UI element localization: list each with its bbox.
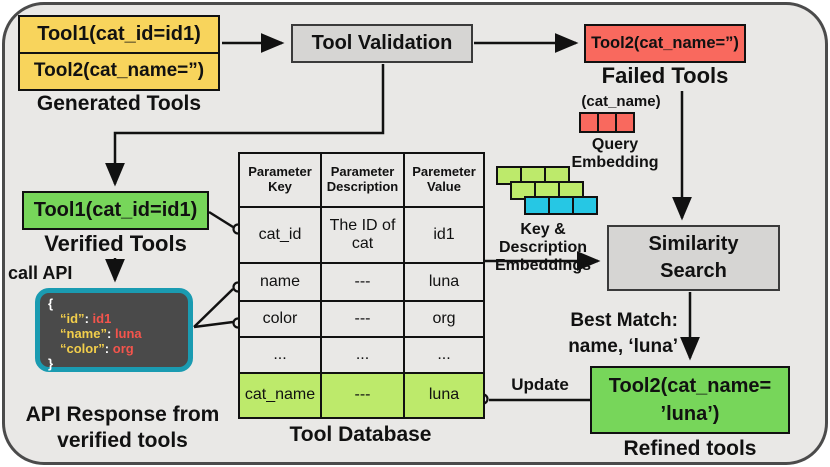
refined-tools-box-line1: Tool2(cat_name= xyxy=(608,375,772,397)
refined-tools-label: Refined tools xyxy=(623,437,757,460)
api-response-caption: API Response from verified tools xyxy=(5,402,240,455)
failed-tools-label: Failed Tools xyxy=(601,63,729,88)
api-response-code: { “id”: id1 “name”: luna “color”: org } xyxy=(35,288,193,372)
similarity-search-box: Similarity Search xyxy=(607,225,780,291)
query-embedding-cell xyxy=(615,112,635,133)
best-match-text: Best Match: name, ‘luna’ xyxy=(545,308,678,359)
table-cell: color xyxy=(239,301,321,337)
desc-embedding-cell xyxy=(524,196,550,215)
table-cell: The ID of cat xyxy=(321,207,404,263)
key-embedding-row2 xyxy=(510,181,584,200)
refined-tools-box: Tool2(cat_name= ’luna’) xyxy=(590,366,790,434)
code-key: “color” xyxy=(60,341,105,356)
best-match-line1: Best Match: xyxy=(570,310,678,331)
table-cell: name xyxy=(239,263,321,301)
query-embedding-cell xyxy=(597,112,617,133)
desc-embedding-row xyxy=(524,196,598,215)
table-cell: cat_id xyxy=(239,207,321,263)
table-cell: id1 xyxy=(404,207,484,263)
api-response-caption-line1: API Response from xyxy=(25,403,220,426)
refined-tools-box-line2: ’luna’) xyxy=(660,403,720,425)
query-embedding-label: Query Embedding xyxy=(571,136,659,171)
code-value: luna xyxy=(114,326,142,341)
generated-tool2-box: Tool2(cat_name=”) xyxy=(18,51,220,91)
code-line: “name”: luna xyxy=(48,326,182,341)
table-header-parameter-key: Parameter Key xyxy=(239,153,321,207)
table-cell: --- xyxy=(321,263,404,301)
table-header-parameter-description: Parameter Description xyxy=(321,153,404,207)
code-close-brace: } xyxy=(48,356,54,371)
code-key: “name” xyxy=(60,326,107,341)
key-desc-embeddings-label-line1: Key & Description xyxy=(498,221,587,256)
verified-tools-box: Tool1(cat_id=id1) xyxy=(22,191,209,230)
table-cell: ... xyxy=(321,337,404,373)
update-label: Update xyxy=(511,375,569,394)
code-value: org xyxy=(112,341,134,356)
table-header-parameter-value: Paremeter Value xyxy=(404,153,484,207)
table-cell: --- xyxy=(321,301,404,337)
call-api-label: call API xyxy=(8,263,73,283)
code-open-brace: { xyxy=(48,296,54,311)
query-embedding-param: (cat_name) xyxy=(581,93,661,110)
code-key: “id” xyxy=(60,311,85,326)
code-value: id1 xyxy=(92,311,112,326)
table-cell-highlighted: --- xyxy=(321,373,404,418)
failed-tools-box: Tool2(cat_name=”) xyxy=(584,24,746,63)
query-embedding-cell xyxy=(579,112,599,133)
desc-embedding-cell xyxy=(548,196,574,215)
desc-embedding-cell xyxy=(572,196,598,215)
similarity-search-line1: Similarity xyxy=(648,233,739,255)
table-cell: luna xyxy=(404,263,484,301)
key-desc-embeddings-label: Key & Description Embeddings xyxy=(480,221,606,275)
code-colon: : xyxy=(106,326,112,341)
tool-database-label: Tool Database xyxy=(289,423,432,446)
table-cell-highlighted: luna xyxy=(404,373,484,418)
code-colon: : xyxy=(104,341,110,356)
tool-database-table: Parameter Key Parameter Description Pare… xyxy=(238,152,485,419)
code-line: “color”: org xyxy=(48,341,182,356)
verified-tools-label: Verified Tools xyxy=(44,231,187,256)
key-desc-embeddings-label-line2: Embeddings xyxy=(494,256,591,274)
best-match-line2: name, ‘luna’ xyxy=(568,335,678,357)
table-cell: org xyxy=(404,301,484,337)
generated-tools-label: Generated Tools xyxy=(36,92,202,115)
code-line: “id”: id1 xyxy=(48,311,182,326)
api-response-caption-line2: verified tools xyxy=(57,429,188,453)
query-embedding-squares xyxy=(579,112,635,133)
generated-tool1-box: Tool1(cat_id=id1) xyxy=(18,15,220,54)
table-cell: ... xyxy=(239,337,321,373)
code-colon: : xyxy=(84,311,89,326)
tool-validation-box: Tool Validation xyxy=(291,24,473,63)
table-cell-highlighted: cat_name xyxy=(239,373,321,418)
similarity-search-line2: Search xyxy=(660,260,727,282)
table-cell: ... xyxy=(404,337,484,373)
